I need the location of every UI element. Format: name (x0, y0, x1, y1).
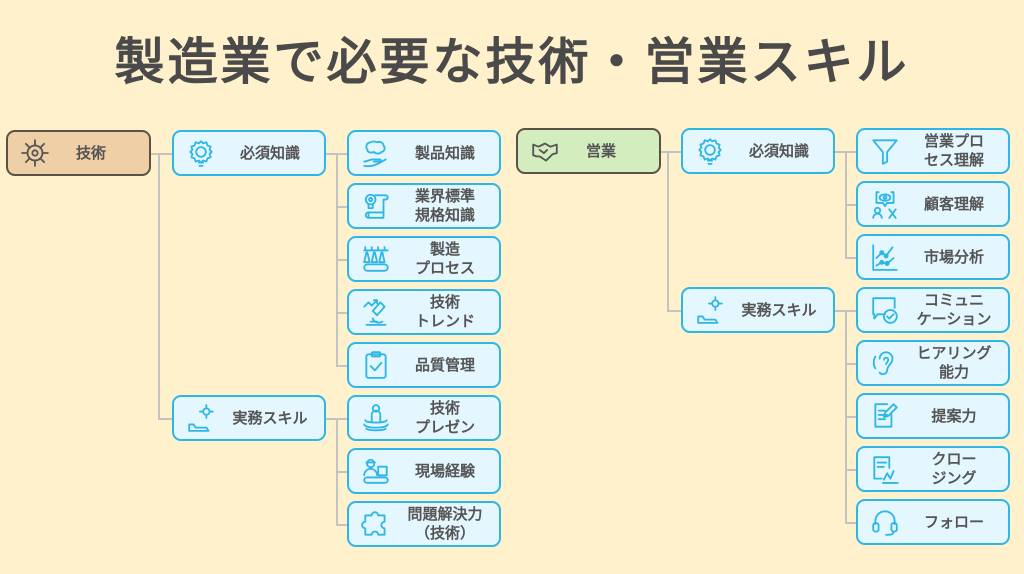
topic-node[interactable]: 提案力 (856, 393, 1010, 439)
connector-line (667, 151, 669, 310)
connector-line (845, 257, 856, 259)
topic-node[interactable]: 実務スキル (681, 287, 835, 333)
topic-node[interactable]: 実務スキル (172, 395, 326, 441)
node-label: 品質管理 (414, 355, 475, 374)
node-label: 現場経験 (414, 461, 475, 480)
document-pen-icon (858, 401, 900, 431)
root-node[interactable]: 技術 (6, 130, 151, 176)
clipboard-check-icon (349, 350, 391, 380)
connector-line (336, 365, 347, 367)
topic-node[interactable]: フォロー (856, 499, 1010, 545)
connector-line (845, 363, 856, 365)
connector-line (336, 153, 347, 155)
connector-line (158, 153, 172, 155)
connector-line (326, 153, 336, 155)
topic-node[interactable]: 製品知識 (347, 130, 501, 176)
node-label: 市場分析 (923, 247, 984, 266)
topic-node[interactable]: 必須知識 (681, 128, 835, 174)
node-label: フォロー (923, 512, 984, 531)
skill-gear-icon (174, 403, 216, 433)
connector-line (336, 153, 338, 365)
connector-line (845, 151, 856, 153)
headset-icon (858, 507, 900, 537)
contract-sign-icon (858, 454, 900, 484)
node-label: 業界標準 規格知識 (414, 187, 475, 224)
node-label: 問題解決力 （技術） (407, 505, 483, 542)
puzzle-icon (349, 509, 391, 539)
node-label: 製造 プロセス (414, 240, 475, 277)
microscope-trend-icon (349, 297, 391, 327)
page-title: 製造業で必要な技術・営業スキル (114, 33, 910, 91)
topic-node[interactable]: 技術 プレゼン (347, 395, 501, 441)
connector-line (835, 151, 845, 153)
topic-node[interactable]: 営業プロ セス理解 (856, 128, 1010, 174)
topic-node[interactable]: 製造 プロセス (347, 236, 501, 282)
presenter-icon (349, 403, 391, 433)
lightbulb-gear-icon (683, 136, 725, 166)
connector-line (336, 418, 347, 420)
node-label: 営業 (586, 141, 617, 160)
topic-node[interactable]: クロー ジング (856, 446, 1010, 492)
connector-line (151, 153, 158, 155)
node-label: 実務スキル (232, 408, 308, 427)
line-chart-icon (858, 242, 900, 272)
node-label: 実務スキル (741, 300, 817, 319)
worker-conveyor-icon (349, 456, 391, 486)
topic-node[interactable]: 品質管理 (347, 342, 501, 388)
node-label: 顧客理解 (923, 194, 984, 213)
topic-node[interactable]: 市場分析 (856, 234, 1010, 280)
funnel-icon (858, 136, 900, 166)
connector-line (845, 310, 847, 522)
connector-line (158, 418, 172, 420)
topic-node[interactable]: 現場経験 (347, 448, 501, 494)
ear-icon (858, 348, 900, 378)
node-label: 提案力 (931, 406, 977, 425)
connector-line (835, 310, 845, 312)
certificate-scroll-icon (349, 191, 391, 221)
topic-node[interactable]: 問題解決力 （技術） (347, 501, 501, 547)
connector-line (845, 151, 847, 257)
node-label: 必須知識 (239, 143, 300, 162)
handshake-icon (518, 136, 560, 166)
lightbulb-gear-icon (174, 138, 216, 168)
connector-line (661, 151, 667, 153)
connector-line (326, 418, 336, 420)
connector-line (845, 416, 856, 418)
root-node[interactable]: 営業 (516, 128, 661, 174)
production-line-icon (349, 244, 391, 274)
connector-line (336, 418, 338, 524)
connector-line (845, 204, 856, 206)
node-label: 営業プロ セス理解 (923, 132, 984, 169)
connector-line (158, 153, 160, 418)
brain-hand-icon (349, 138, 391, 168)
node-label: 製品知識 (414, 143, 475, 162)
node-label: コミュニ ケーション (916, 291, 992, 328)
connector-line (336, 471, 347, 473)
customer-eye-icon (858, 189, 900, 219)
topic-node[interactable]: ヒアリング 能力 (856, 340, 1010, 386)
connector-line (667, 310, 681, 312)
node-label: 必須知識 (748, 141, 809, 160)
node-label: 技術 プレゼン (414, 399, 475, 436)
node-label: 技術 トレンド (414, 293, 475, 330)
connector-line (845, 469, 856, 471)
connector-line (845, 522, 856, 524)
topic-node[interactable]: 必須知識 (172, 130, 326, 176)
node-label: ヒアリング 能力 (916, 344, 992, 381)
connector-line (336, 206, 347, 208)
node-label: クロー ジング (931, 450, 977, 487)
connector-line (845, 310, 856, 312)
topic-node[interactable]: 業界標準 規格知識 (347, 183, 501, 229)
connector-line (336, 312, 347, 314)
gear-icon (8, 138, 50, 168)
topic-node[interactable]: 顧客理解 (856, 181, 1010, 227)
connector-line (667, 151, 681, 153)
topic-node[interactable]: コミュニ ケーション (856, 287, 1010, 333)
topic-node[interactable]: 技術 トレンド (347, 289, 501, 335)
chat-check-icon (858, 295, 900, 325)
skill-gear-icon (683, 295, 725, 325)
node-label: 技術 (76, 143, 107, 162)
connector-line (336, 259, 347, 261)
connector-line (336, 524, 347, 526)
